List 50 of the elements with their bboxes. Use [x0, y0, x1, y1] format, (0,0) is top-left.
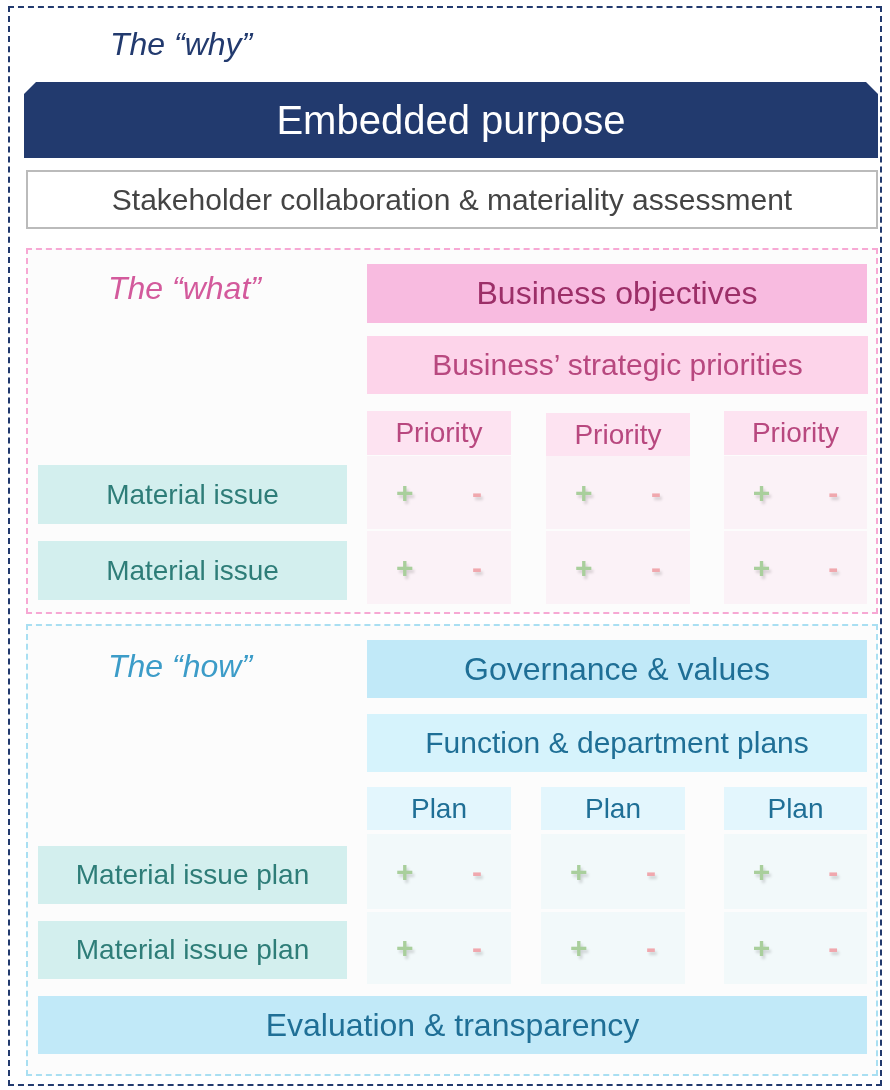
plus-sign: +	[752, 854, 771, 889]
column-header: Priority	[724, 411, 867, 455]
plus-sign: +	[570, 931, 588, 965]
row-header: Material issue	[38, 541, 347, 600]
dashed-frame	[8, 6, 882, 1086]
minus-sign: -	[828, 931, 839, 965]
plus-sign: +	[396, 475, 414, 510]
row-header: Material issue	[38, 465, 347, 524]
header-bar: Function & department plans	[367, 714, 867, 772]
minus-sign: -	[471, 550, 482, 585]
header-bar: Business’ strategic priorities	[367, 336, 868, 394]
row-header: Material issue plan	[38, 846, 347, 904]
plus-sign: +	[396, 854, 414, 889]
minus-sign: -	[828, 550, 839, 585]
minus-sign: -	[650, 475, 661, 510]
grid-cell	[724, 456, 867, 529]
grid-cell	[546, 456, 690, 529]
footer-bar: Evaluation & transparency	[38, 996, 867, 1054]
header-banner: Embedded purpose	[24, 82, 878, 158]
plus-sign: +	[752, 931, 771, 965]
column-header: Plan	[541, 787, 685, 830]
section-heading: The “how”	[108, 648, 253, 685]
plus-sign: +	[752, 475, 771, 510]
minus-sign: -	[471, 931, 482, 965]
column-header: Priority	[367, 411, 511, 455]
minus-sign: -	[828, 475, 839, 510]
plus-sign: +	[575, 475, 593, 510]
minus-sign: -	[471, 854, 482, 889]
minus-sign: -	[645, 854, 656, 889]
subheader-box: Stakeholder collaboration & materiality assessment	[26, 170, 878, 229]
minus-sign: -	[471, 475, 482, 510]
section-heading: The “what”	[108, 270, 261, 307]
header-bar: Governance & values	[367, 640, 867, 698]
row-header: Material issue plan	[38, 921, 347, 979]
plus-sign: +	[575, 550, 593, 585]
plus-sign: +	[570, 854, 588, 889]
minus-sign: -	[828, 854, 839, 889]
dashed-frame	[26, 624, 878, 1076]
plus-sign: +	[396, 550, 414, 585]
header-bar: Business objectives	[367, 264, 867, 323]
column-header: Plan	[367, 787, 511, 830]
column-header: Plan	[724, 787, 867, 830]
minus-sign: -	[650, 550, 661, 585]
column-header: Priority	[546, 413, 690, 457]
plus-sign: +	[396, 931, 414, 965]
dashed-frame	[26, 248, 878, 614]
grid-cell	[367, 456, 511, 529]
minus-sign: -	[645, 931, 656, 965]
plus-sign: +	[752, 550, 771, 585]
section-heading: The “why”	[110, 26, 253, 63]
